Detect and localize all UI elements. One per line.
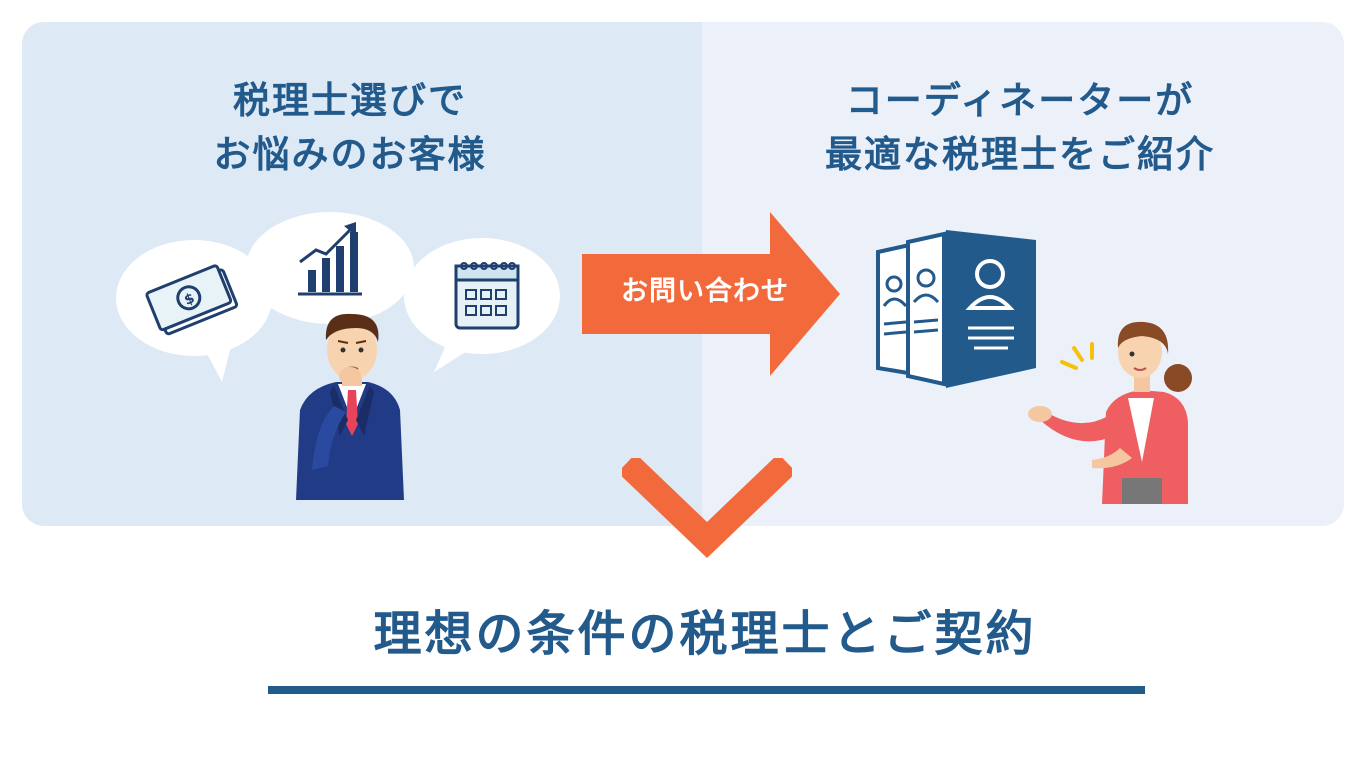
left-heading-line1: 税理士選びで — [233, 79, 467, 122]
attention-marks — [1060, 342, 1094, 370]
coordinator-illustration — [876, 230, 1192, 504]
inquiry-arrow — [582, 212, 840, 376]
coordinator-woman-figure — [1028, 321, 1192, 504]
result-title: 理想の条件の税理士とご契約 — [373, 606, 1037, 662]
right-heading-line1: コーディネーターが — [845, 79, 1195, 122]
growth-chart-icon — [298, 222, 362, 296]
inquiry-arrow-label: お問い合わせ — [621, 276, 789, 307]
right-heading: コーディネーターが 最適な税理士をご紹介 — [790, 74, 1250, 182]
profile-documents-icon — [876, 230, 1036, 388]
right-heading-line2: 最適な税理士をご紹介 — [825, 133, 1215, 176]
down-chevron-icon — [622, 458, 792, 558]
left-heading: 税理士選びで お悩みのお客様 — [170, 74, 530, 182]
worried-customer-illustration: $ — [116, 212, 560, 500]
worried-man-figure — [296, 313, 404, 500]
result-title-underline — [268, 686, 1145, 694]
money-icon: $ — [145, 264, 239, 336]
calendar-icon — [454, 262, 520, 330]
left-heading-line2: お悩みのお客様 — [213, 133, 487, 176]
